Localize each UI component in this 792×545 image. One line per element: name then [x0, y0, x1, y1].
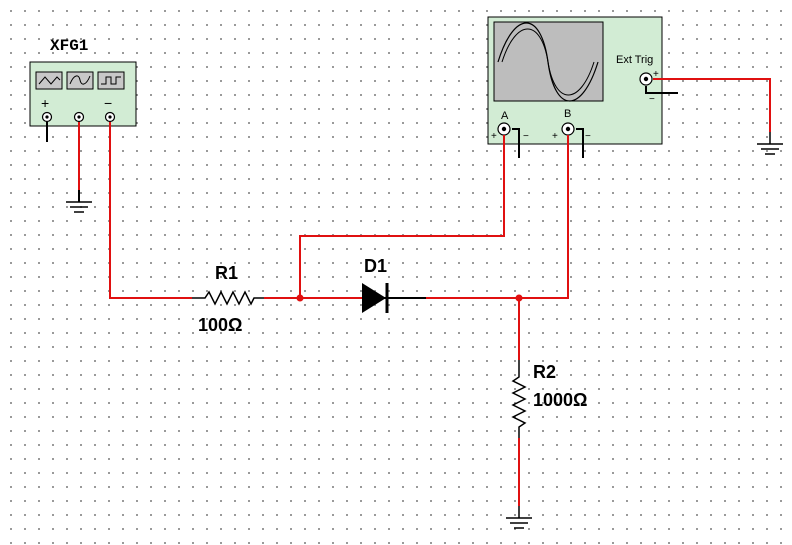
junction-dot: [296, 294, 304, 302]
ext-trig-minus-lead: [645, 86, 678, 94]
channel-b-label: B: [564, 108, 571, 120]
fg-plus-label: +: [41, 95, 49, 111]
function-generator[interactable]: + −: [29, 61, 137, 127]
triangle-wave-icon[interactable]: [35, 71, 63, 90]
wire-node-to-channel-a[interactable]: [299, 160, 505, 298]
r1-value: 100Ω: [198, 315, 242, 335]
wire-ext-trig-to-ground[interactable]: [653, 78, 771, 132]
function-generator-name: XFG1: [50, 37, 88, 55]
channel-b-terminal[interactable]: [561, 122, 575, 136]
resistor-r2[interactable]: [511, 360, 527, 438]
oscilloscope[interactable]: [487, 16, 663, 145]
channel-a-minus-lead: [512, 128, 520, 158]
ground-symbol-fg: [66, 190, 92, 213]
ext-trig-plus-label: +: [653, 69, 659, 80]
fg-minus-terminal[interactable]: [104, 111, 116, 123]
fg-common-terminal[interactable]: [73, 111, 85, 123]
d1-name: D1: [364, 256, 387, 276]
channel-b-plus-label: +: [552, 131, 558, 142]
wire-node-to-channel-b[interactable]: [519, 160, 569, 299]
diode-d1[interactable]: [362, 283, 426, 313]
r1-name: R1: [215, 263, 238, 283]
junction-dot: [515, 294, 523, 302]
channel-a-plus-label: +: [491, 131, 497, 142]
resistor-r1[interactable]: [192, 290, 264, 306]
channel-a-terminal[interactable]: [497, 122, 511, 136]
square-wave-icon[interactable]: [97, 71, 125, 90]
channel-a-minus-label: −: [523, 131, 529, 142]
ext-trig-label: Ext Trig: [616, 54, 653, 66]
fg-minus-label: −: [104, 95, 112, 111]
fg-plus-terminal[interactable]: [41, 111, 53, 123]
ext-trig-minus-label: −: [649, 94, 655, 105]
channel-b-minus-lead: [576, 128, 584, 158]
sine-wave-icon[interactable]: [66, 71, 94, 90]
ground-symbol-ext-trig: [757, 132, 783, 155]
channel-a-label: A: [501, 110, 509, 122]
wire-fg-to-r1[interactable]: [109, 122, 192, 299]
r2-name: R2: [533, 362, 556, 382]
ground-symbol-r2: [506, 506, 532, 529]
channel-b-minus-label: −: [585, 131, 591, 142]
ext-trig-terminal[interactable]: [639, 72, 653, 86]
scope-trace-b: [501, 28, 595, 96]
r2-value: 1000Ω: [533, 390, 587, 410]
